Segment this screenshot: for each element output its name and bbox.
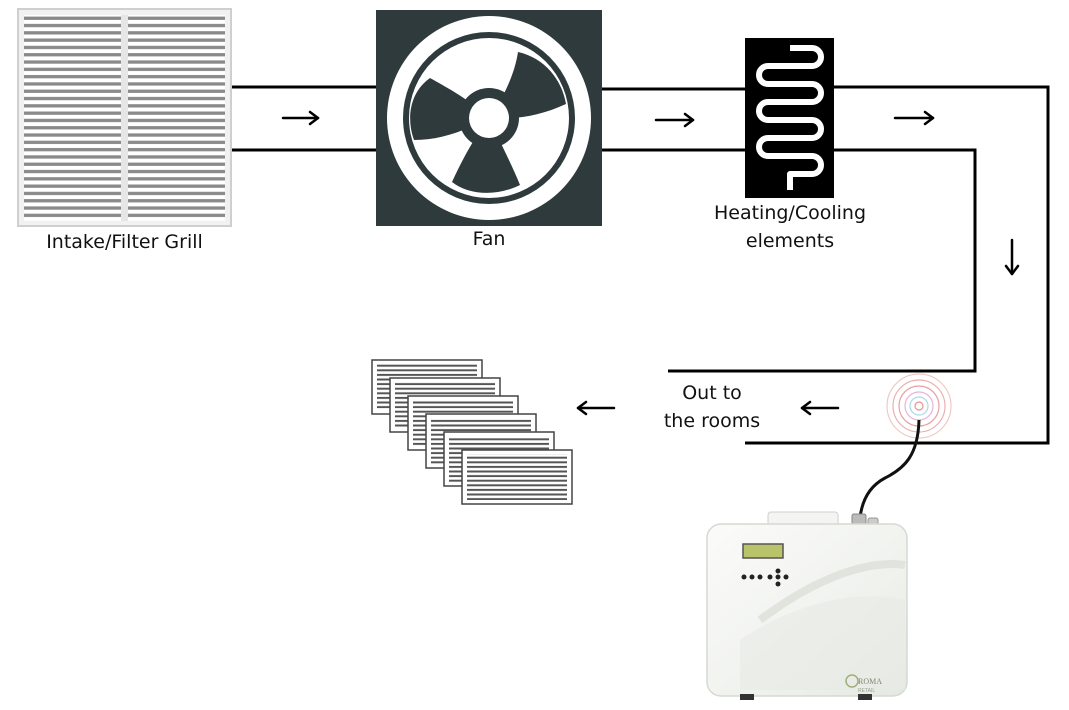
arrow-left-2 xyxy=(576,400,616,416)
arrow-right-2 xyxy=(654,112,695,128)
duct-lines xyxy=(232,85,1050,445)
heating-label-line1: Heating/Cooling xyxy=(713,202,867,224)
flow-arrows xyxy=(281,110,1020,416)
duct-inner-return xyxy=(668,148,977,373)
device-logo-line2: RETAIL xyxy=(858,688,875,694)
vent-grills-icon xyxy=(371,359,573,505)
duct-outer-return xyxy=(745,85,1050,445)
device-display xyxy=(742,543,784,559)
heating-coil-icon xyxy=(745,38,834,198)
out-label-line1: Out to xyxy=(682,382,742,404)
fan-label: Fan xyxy=(472,228,506,250)
vent-grill xyxy=(461,449,573,505)
heating-label-line2: elements xyxy=(745,230,835,252)
arrow-down xyxy=(1004,238,1020,276)
arrow-left-1 xyxy=(800,400,840,416)
fan-icon xyxy=(376,10,602,226)
diffuser-hose xyxy=(858,419,921,519)
air-grill-icon xyxy=(17,8,232,227)
out-label-line2: the rooms xyxy=(663,410,761,432)
intake-label: Intake/Filter Grill xyxy=(46,231,203,253)
arrow-right-3 xyxy=(893,110,935,126)
arrow-right-1 xyxy=(281,110,320,126)
aroma-diffuser-device: ROMA RETAIL xyxy=(706,511,908,700)
device-logo-line1: ROMA xyxy=(858,677,882,686)
